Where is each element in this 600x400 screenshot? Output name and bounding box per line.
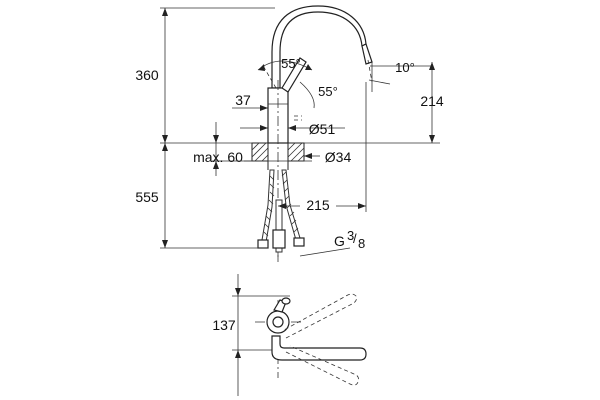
deck-section (244, 142, 312, 170)
thread-g-label: G (334, 233, 345, 249)
dim-215: 215 (278, 82, 367, 213)
dim-thread: G 3 / 8 (299, 228, 365, 257)
dim-55deg-top: 55° (257, 56, 313, 71)
dim-360: 360 (135, 7, 275, 143)
dim-d34-label: Ø34 (325, 149, 352, 165)
dim-55deg-top-label: 55° (281, 56, 301, 71)
faucet-body (261, 57, 307, 144)
dim-10deg: 10° (368, 60, 432, 92)
dim-37-label: 37 (235, 92, 251, 108)
plan-view: 137 (212, 274, 367, 396)
dim-d51-label: Ø51 (309, 121, 336, 137)
thread-sup-label: 3 (347, 228, 354, 243)
dim-10deg-label: 10° (395, 60, 415, 75)
dim-555: 555 (135, 143, 268, 249)
dim-215-label: 215 (306, 197, 330, 213)
dim-55deg-side: 55° (299, 81, 338, 109)
dim-137-label: 137 (212, 317, 236, 333)
thread-sub-label: 8 (358, 236, 365, 251)
dim-55deg-side-label: 55° (318, 84, 338, 99)
dim-max60-label: max. 60 (193, 149, 243, 165)
dim-37: 37 (232, 92, 268, 111)
svg-text:/: / (353, 231, 357, 246)
spout (271, 5, 373, 89)
dim-d34: Ø34 (304, 149, 351, 165)
dim-360-label: 360 (135, 67, 159, 83)
dim-d51: Ø51 (240, 121, 345, 137)
dim-555-label: 555 (135, 189, 159, 205)
supply-hoses (257, 169, 305, 262)
dim-214-label: 214 (420, 93, 444, 109)
dim-214: 214 (420, 62, 444, 143)
dim-max60: max. 60 (193, 122, 252, 176)
